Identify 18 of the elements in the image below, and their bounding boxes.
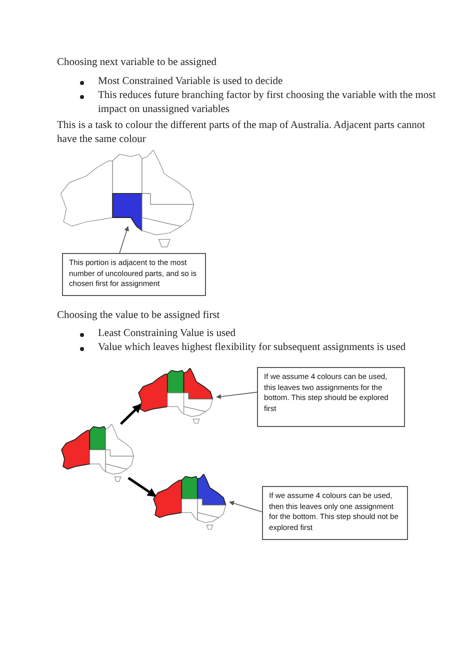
arrow [120, 404, 142, 425]
australia-map-drawing [137, 368, 215, 424]
heading-text: Choosing next variable to be assigned [57, 56, 218, 70]
bullet-text: Most Constrained Variable is used to decide [98, 75, 283, 89]
callout-box [257, 367, 405, 427]
australia-map-drawing [60, 424, 136, 482]
arrow [119, 226, 130, 254]
bullet-text: Least Constraining Value is used [98, 327, 236, 341]
bullet-text: Value which leaves highest flexibility for subsequent assignments is used [98, 341, 406, 355]
heading-text: Choosing the value to be assigned first [57, 309, 221, 323]
arrow [216, 392, 258, 400]
bullet-text: This reduces future branching factor by first choosing the variable with the most impact on unassigned variables [98, 89, 437, 117]
arrow [128, 476, 157, 498]
arrow [229, 500, 262, 512]
callout-box [62, 253, 206, 296]
callout-box [262, 486, 408, 540]
paragraph-text: This is a task to colour the different parts of the map of Australia. Adjacent parts cannot have the same colour [57, 119, 426, 147]
australia-map-drawing [152, 474, 228, 530]
